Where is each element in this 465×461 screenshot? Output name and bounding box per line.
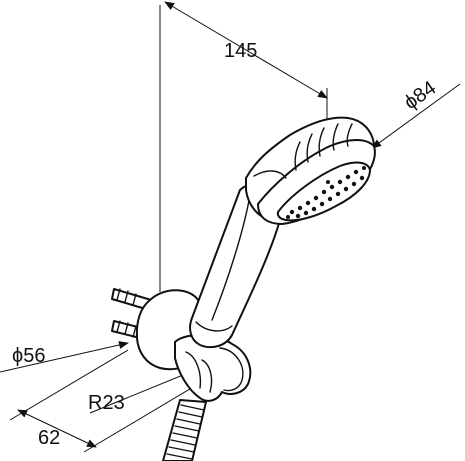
spray-nozzles	[286, 166, 366, 219]
radius-label: R23	[88, 392, 125, 414]
head-diameter-label: ϕ84	[400, 77, 440, 114]
shower-head	[245, 116, 376, 225]
length-dimension-line	[164, 1, 328, 99]
depth-dimension-line	[17, 409, 97, 448]
depth-extension-right	[83, 379, 206, 453]
holder-diameter-dimension-line	[0, 341, 129, 373]
depth-label: 62	[38, 427, 60, 449]
head-diameter-dimension-line	[371, 83, 461, 149]
shower-hose	[162, 399, 207, 461]
holder-diameter-label: ϕ56	[12, 345, 45, 367]
depth-extension-left	[9, 349, 129, 421]
wall-holder	[111, 288, 252, 402]
length-dimension-label: 145	[224, 40, 257, 62]
